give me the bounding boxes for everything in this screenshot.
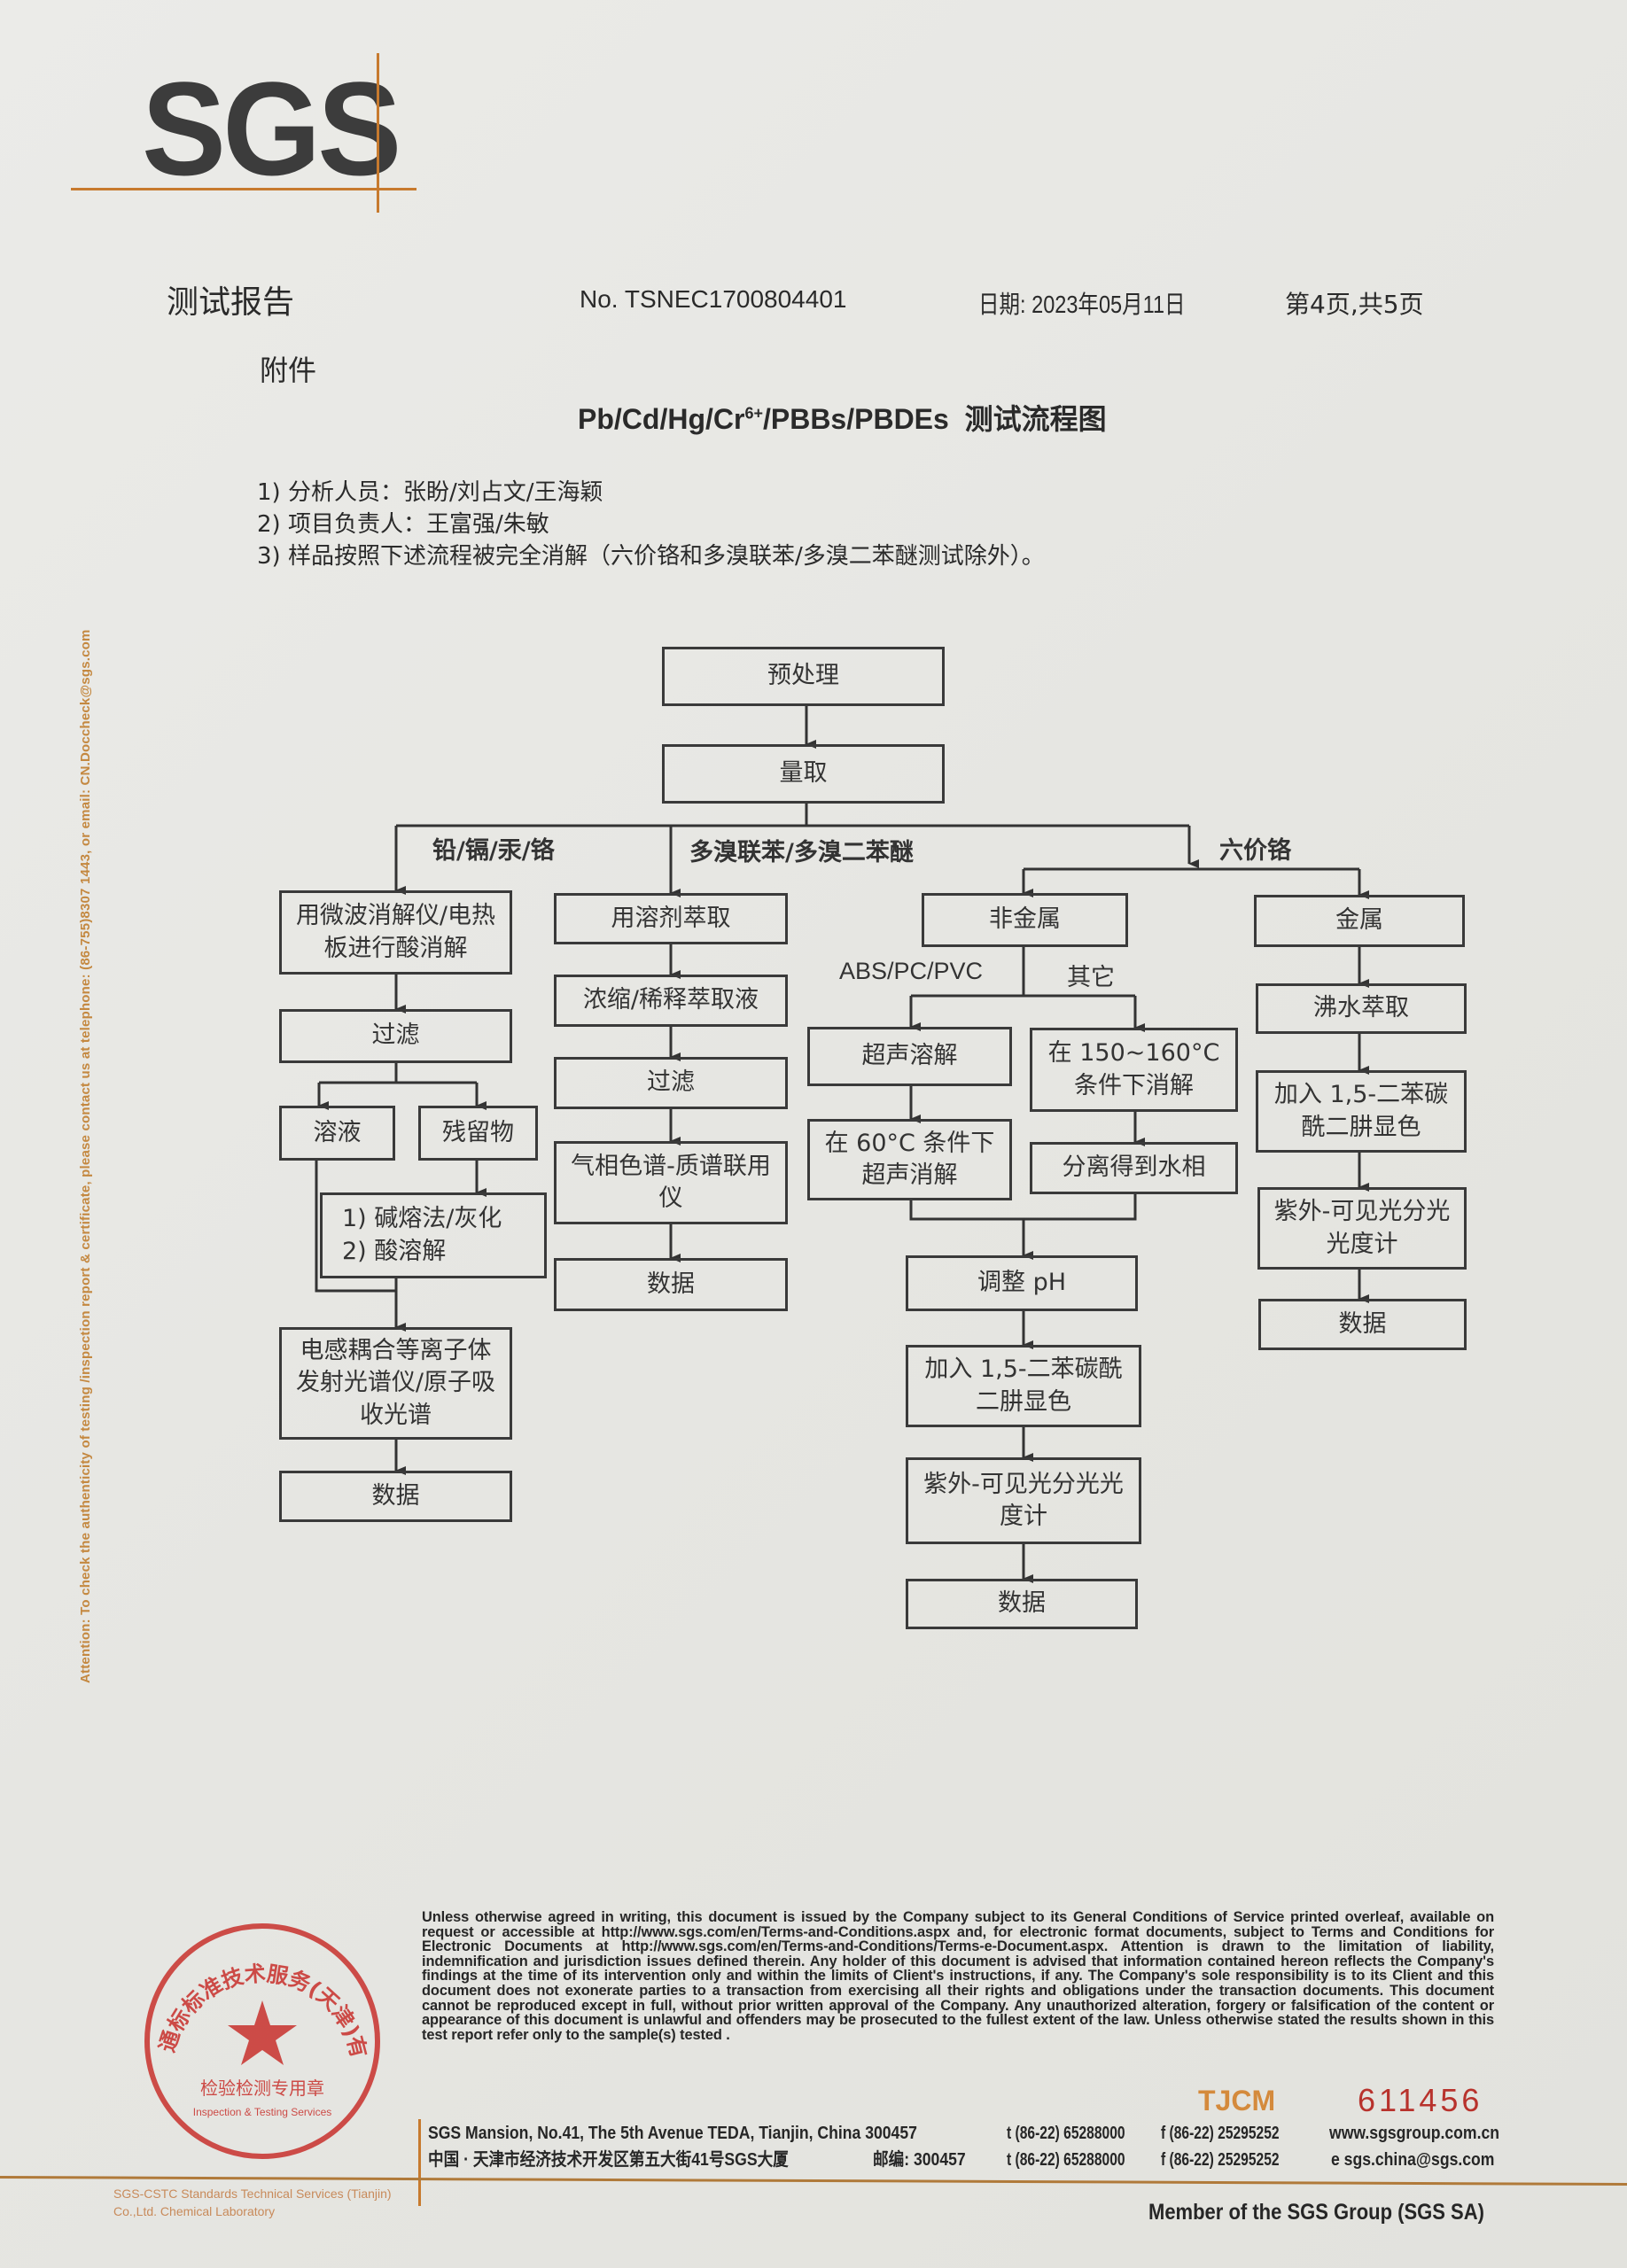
telephone: t (86-22) 65288000 [1007,2124,1125,2143]
svg-text:Inspection & Testing Services: Inspection & Testing Services [193,2106,332,2118]
branch-label-abs: ABS/PC/PVC [839,958,984,984]
note-item: 1) 分析人员：张盼/刘占文/王海颖 [257,479,603,506]
serial-number: 611456 [1358,2082,1483,2118]
node-metal: 金属 [1254,895,1465,947]
logo-rule-horizontal [71,188,416,190]
node-residue-treatment: 1) 碱熔法/灰化 2) 酸溶解 [320,1192,547,1278]
attachment-label: 附件 [260,353,317,387]
note-item: 3) 样品按照下述流程被完全消解（六价铬和多溴联苯/多溴二苯醚测试除外）。 [257,543,1045,570]
report-date: 日期: 2023年05月11日 [978,291,1186,318]
company-seal: 通标标准技术服务(天津)有限公司 检验检测专用章 Inspection & Te… [142,1921,380,2159]
group-membership: Member of the SGS Group (SGS SA) [1148,2200,1484,2225]
node-residue: 残留物 [418,1106,538,1161]
node-adjust-ph: 调整 pH [906,1255,1138,1311]
node-separate: 分离得到水相 [1030,1142,1238,1194]
title-sup: 6+ [744,404,763,423]
seal-side-text: SGS-CSTC Standards Technical Services (T… [113,2186,392,2218]
telephone: t (86-22) 65288000 [1007,2150,1125,2170]
title-main: Pb/Cd/Hg/Cr [578,403,745,435]
postcode: 邮编: 300457 [873,2150,966,2170]
node-digest-150: 在 150~160°C 条件下消解 [1030,1028,1238,1112]
node-solvent-extract: 用溶剂萃取 [554,893,788,944]
email: e sgs.china@sgs.com [1331,2150,1495,2170]
node-ultrasonic: 超声溶解 [807,1027,1012,1086]
node-acid-digest: 用微波消解仪/电热板进行酸消解 [279,890,512,975]
node-data: 数据 [906,1579,1138,1629]
sgs-logo: SGS [142,54,401,203]
node-gcms: 气相色谱-质谱联用仪 [554,1141,788,1224]
footer-rule-vertical [418,2119,421,2206]
node-data: 数据 [1258,1299,1467,1350]
report-number: No. TSNEC1700804401 [580,285,847,313]
branch-label-crvi: 六价铬 [1219,837,1291,865]
svg-text:检验检测专用章: 检验检测专用章 [200,2078,324,2099]
node-data: 数据 [279,1471,512,1522]
residue-step: 1) 碱熔法/灰化 [342,1205,502,1233]
note-item: 2) 项目负责人：王富强/朱敏 [257,511,549,538]
node-icp: 电感耦合等离子体发射光谱仪/原子吸收光谱 [279,1327,512,1440]
node-concentrate: 浓缩/稀释萃取液 [554,975,788,1027]
node-color: 加入 1,5-二苯碳酰二肼显色 [1256,1070,1467,1153]
node-solution: 溶液 [279,1106,395,1161]
title-rest: /PBBs/PBDEs 测试流程图 [762,403,1107,435]
branch-label-metals: 铅/镉/汞/铬 [432,837,555,865]
node-nonmetal: 非金属 [922,893,1128,947]
disclaimer: Unless otherwise agreed in writing, this… [422,1909,1494,2043]
page-indicator: 第4页,共5页 [1285,290,1424,319]
address-cn: 中国 · 天津市经济技术开发区第五大街41号SGS大厦 [428,2150,789,2170]
page-title: Pb/Cd/Hg/Cr6+/PBBs/PBDEs 测试流程图 [578,397,1107,438]
connector [319,1063,477,1084]
address-en: SGS Mansion, No.41, The 5th Avenue TEDA,… [428,2124,917,2143]
residue-step: 2) 酸溶解 [342,1237,447,1265]
connector [315,1161,396,1293]
logo-rule-vertical [377,53,379,213]
node-uvvis: 紫外-可见光分光光度计 [906,1457,1141,1544]
office-code: TJCM [1198,2085,1276,2117]
node-filter: 过滤 [279,1009,512,1063]
node-color: 加入 1,5-二苯碳酰二肼显色 [906,1345,1141,1427]
node-ultrasonic-60: 在 60°C 条件下超声消解 [807,1119,1012,1200]
node-filter: 过滤 [554,1057,788,1109]
branch-label-pbb: 多溴联苯/多溴二苯醚 [689,839,914,866]
notes-list: 1) 分析人员：张盼/刘占文/王海颖 2) 项目负责人：王富强/朱敏 3) 样品… [257,477,1045,572]
node-data: 数据 [554,1258,788,1311]
fax: f (86-22) 25295252 [1161,2150,1280,2170]
branch-label-other: 其它 [1067,964,1115,991]
node-uvvis: 紫外-可见光分光光度计 [1257,1187,1467,1270]
fax: f (86-22) 25295252 [1161,2124,1280,2143]
doc-type: 测试报告 [167,284,295,321]
node-boil-extract: 沸水萃取 [1256,983,1467,1034]
node-pretreat: 预处理 [662,647,945,706]
connector [911,947,1135,998]
node-measure: 量取 [662,744,945,804]
website: www.sgsgroup.com.cn [1329,2124,1500,2143]
